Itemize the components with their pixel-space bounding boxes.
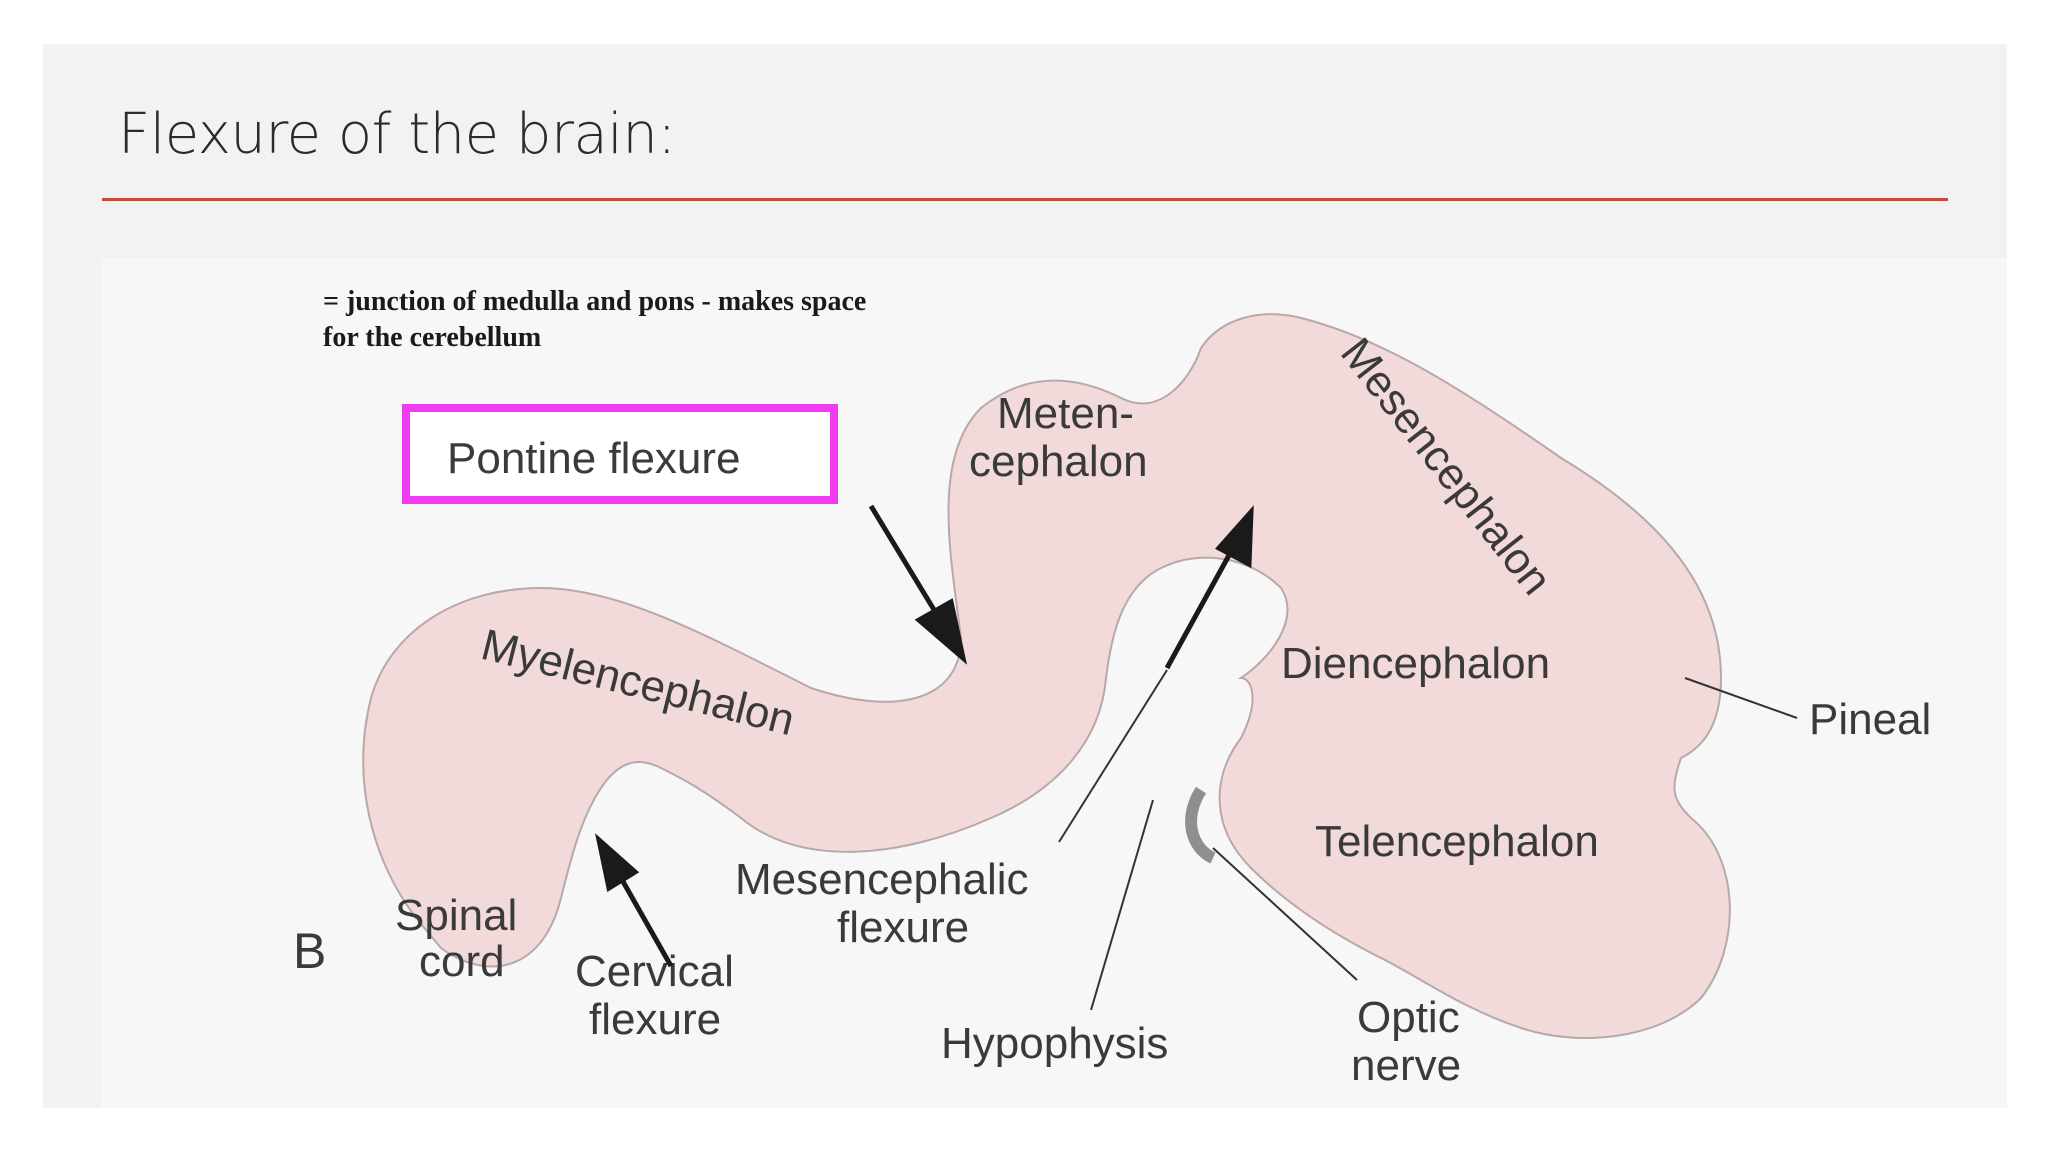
label-pontine-flexure: Pontine flexure bbox=[447, 434, 741, 483]
label-mesencephalic-flexure-2: flexure bbox=[837, 903, 969, 952]
brain-flexure-diagram: = junction of medulla and pons - makes s… bbox=[101, 258, 2007, 1108]
label-optic-nerve-2: nerve bbox=[1351, 1041, 1461, 1090]
pontine-flexure-arrow bbox=[868, 504, 942, 620]
label-pineal: Pineal bbox=[1809, 695, 1931, 744]
pontine-arrowhead bbox=[914, 598, 968, 665]
optic-structure bbox=[1185, 786, 1216, 864]
annotation-line-1: = junction of medulla and pons - makes s… bbox=[323, 286, 866, 317]
label-hypophysis: Hypophysis bbox=[941, 1019, 1168, 1068]
label-spinal-cord-1: Spinal bbox=[395, 891, 517, 940]
label-cervical-flexure-2: flexure bbox=[589, 995, 721, 1044]
label-cervical-flexure-1: Cervical bbox=[575, 947, 734, 996]
mesencephalic-flexure-arrow bbox=[1164, 546, 1236, 670]
label-metencephalon-2: cephalon bbox=[969, 437, 1148, 486]
label-diencephalon: Diencephalon bbox=[1281, 639, 1550, 688]
optic-nerve-leader-line bbox=[1212, 847, 1358, 981]
label-telencephalon: Telencephalon bbox=[1315, 817, 1599, 866]
cervical-flexure-arrow bbox=[618, 876, 674, 968]
slide: Flexure of the brain: = junction of medu… bbox=[43, 44, 2007, 1108]
label-spinal-cord-2: cord bbox=[419, 937, 505, 986]
label-mesencephalic-flexure-1: Mesencephalic bbox=[735, 855, 1029, 904]
mesencephalic-leader-line bbox=[1058, 669, 1168, 843]
title-divider bbox=[102, 198, 1948, 201]
label-metencephalon-1: Meten- bbox=[997, 389, 1134, 438]
slide-title: Flexure of the brain: bbox=[118, 102, 676, 167]
hypophysis-leader-line bbox=[1090, 799, 1154, 1011]
cervical-arrowhead bbox=[595, 833, 640, 892]
brain-shape bbox=[362, 313, 1731, 1039]
label-panel-letter: B bbox=[293, 923, 326, 979]
mesencephalic-arrowhead bbox=[1215, 505, 1254, 569]
annotation-line-2: for the cerebellum bbox=[323, 322, 541, 353]
highlight-box bbox=[402, 404, 838, 504]
label-optic-nerve-1: Optic bbox=[1357, 993, 1460, 1042]
pineal-leader-line bbox=[1684, 677, 1798, 719]
